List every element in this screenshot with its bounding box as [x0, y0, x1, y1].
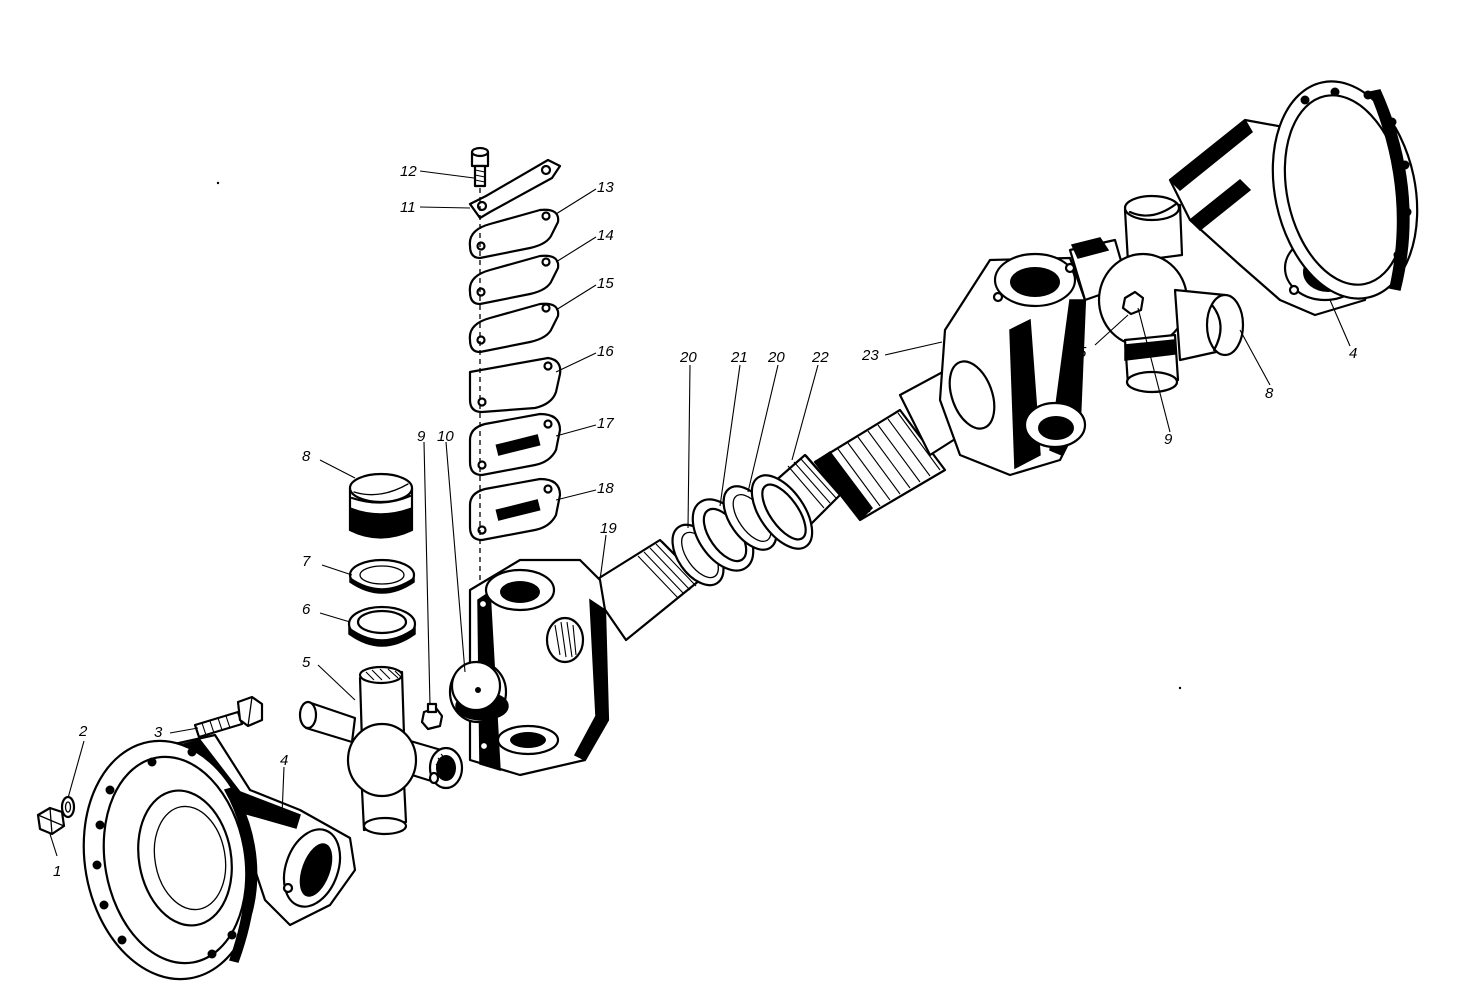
callout-3: 3: [154, 724, 163, 741]
bolt-12: [470, 146, 490, 188]
callout-4-right: 4: [1349, 345, 1357, 362]
callout-5-left: 5: [302, 654, 311, 671]
flange-yoke-right: [1168, 80, 1419, 317]
cover-plate-16: [468, 356, 562, 414]
cover-plate-17: [468, 412, 562, 477]
leader-lines: [49, 170, 1351, 857]
callout-16: 16: [597, 343, 614, 360]
callout-22: 22: [811, 349, 829, 366]
callout-2: 2: [78, 723, 88, 740]
nut-and-washer: [36, 795, 76, 836]
callout-23: 23: [861, 347, 879, 364]
flange-yoke-left: [82, 733, 357, 981]
callout-17: 17: [597, 415, 614, 432]
callout-8-left: 8: [302, 448, 311, 465]
callout-10: 10: [437, 428, 454, 445]
gasket-14: [468, 254, 560, 306]
ring-20-right: [722, 485, 778, 551]
yoke-23: [938, 252, 1087, 477]
callout-18: 18: [597, 480, 614, 497]
bearing-cup-left: [348, 472, 414, 539]
callout-9-right: 9: [1164, 431, 1173, 448]
callout-12: 12: [400, 163, 417, 180]
callout-1: 1: [53, 863, 61, 880]
callout-5-right: 5: [1078, 344, 1087, 361]
callout-20-left: 20: [679, 349, 697, 366]
dust-cap-10: [448, 660, 509, 724]
spider-cross-left: [298, 665, 464, 836]
seal-ring-7: [348, 558, 416, 594]
callout-8-right: 8: [1265, 385, 1274, 402]
cover-plate-18: [468, 477, 562, 542]
callout-4-left: 4: [280, 752, 288, 769]
seal-ring-6: [347, 605, 417, 647]
bolt: [193, 695, 264, 739]
lock-plate-11: [468, 158, 562, 220]
callout-19: 19: [600, 520, 617, 537]
callout-21: 21: [730, 349, 748, 366]
spider-cross-right: [1068, 194, 1245, 394]
callout-13: 13: [597, 179, 614, 196]
callout-20-right: 20: [767, 349, 785, 366]
slip-yoke: [468, 538, 702, 777]
gasket-15: [468, 302, 560, 354]
grease-fitting-left: [420, 702, 444, 731]
callout-15: 15: [597, 275, 614, 292]
callout-7: 7: [302, 553, 311, 570]
callout-labels: 1 2 3 4 5 6 7 8 9 10 11 12 13 14 15 16 1…: [53, 163, 1357, 880]
callout-14: 14: [597, 227, 614, 244]
callout-11: 11: [400, 199, 416, 216]
callout-9-left: 9: [417, 428, 426, 445]
callout-6: 6: [302, 601, 311, 618]
gasket-13: [468, 208, 560, 260]
